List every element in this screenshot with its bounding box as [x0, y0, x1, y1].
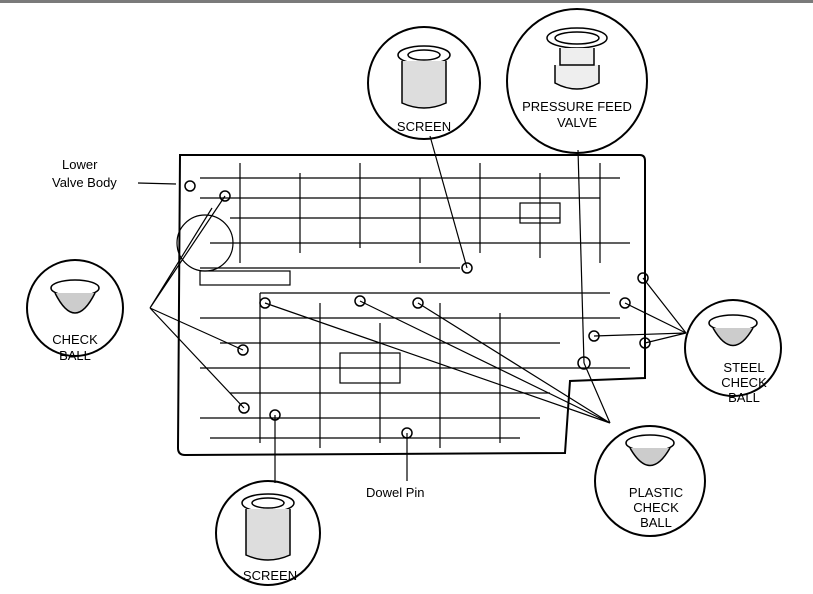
dowel-pin-label: Dowel Pin — [366, 485, 425, 500]
check-ball-label-2: BALL — [59, 348, 91, 363]
screen-icon — [397, 45, 451, 109]
pressure-feed-label-1: PRESSURE FEED — [522, 99, 632, 114]
screen-top-label: SCREEN — [397, 119, 451, 134]
plastic-label-2: CHECK — [633, 500, 679, 515]
steel-label-3: BALL — [728, 390, 760, 405]
plastic-check-ball-icon — [625, 434, 675, 467]
check-ball-callout — [26, 259, 124, 357]
check-ball-icon — [50, 279, 100, 314]
pressure-feed-label-2: VALVE — [557, 115, 597, 130]
steel-label-1: STEEL — [723, 360, 764, 375]
screen-top-callout — [367, 26, 481, 140]
steel-label-2: CHECK — [721, 375, 767, 390]
leader-lines — [137, 135, 687, 483]
valve-body-passages — [176, 163, 630, 448]
screen-bottom-callout — [215, 480, 321, 586]
steel-check-ball-icon — [708, 314, 758, 347]
plastic-check-ball-callout — [594, 425, 706, 537]
lower-valve-body-plate — [176, 154, 646, 457]
check-ball-label-1: CHECK — [52, 332, 98, 347]
lower-valve-body-label-2: Valve Body — [52, 175, 117, 190]
lower-valve-body-label: Lower — [62, 157, 98, 172]
plastic-label-3: BALL — [640, 515, 672, 530]
screen-bottom-label: SCREEN — [243, 568, 297, 583]
pressure-feed-valve-callout — [506, 8, 648, 154]
pressure-feed-valve-icon — [546, 27, 608, 90]
ball-locations — [184, 180, 651, 439]
plastic-label-1: PLASTIC — [629, 485, 683, 500]
steel-check-ball-callout — [684, 299, 782, 397]
valve-body-diagram: Lower Valve Body Dowel Pin SCREEN PRESSU… — [26, 8, 782, 586]
screen-icon-bottom — [241, 493, 295, 561]
